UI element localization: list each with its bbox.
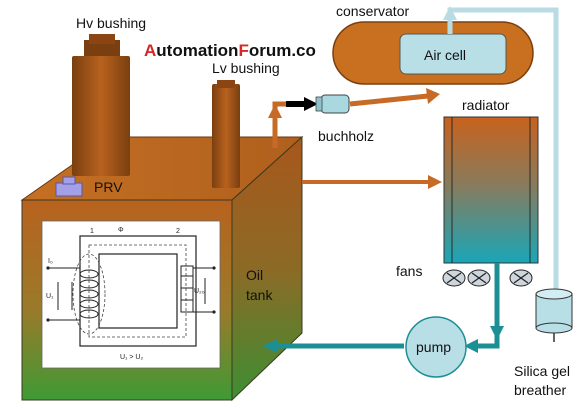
prv-label: PRV — [94, 179, 123, 195]
radiator — [443, 116, 539, 264]
fan-icon — [467, 269, 491, 287]
pump-label: pump — [416, 339, 451, 355]
brand-forum-f: F — [238, 41, 248, 60]
prv-valve — [55, 176, 83, 197]
radiator-fins — [451, 117, 531, 263]
oil-pipe-to-radiator-arrow — [428, 175, 442, 189]
brand-rest-2: orum.co — [249, 41, 316, 60]
lv-bushing-label: Lv bushing — [212, 60, 280, 76]
tank-label: tank — [246, 287, 273, 303]
core-inset: 1 2 Φ I₀ U₁ U₂₀ U₁ > U₂ — [41, 220, 221, 369]
radiator-outlet-arrow — [490, 326, 504, 340]
inset-u20: U₂₀ — [194, 288, 205, 295]
inset-number-1: 1 — [90, 228, 94, 235]
buchholz-relay — [315, 94, 350, 114]
inset-i0: I₀ — [48, 258, 53, 265]
hv-bushing-label: Hv bushing — [76, 15, 146, 31]
silica-gel-breather — [535, 288, 573, 342]
conservator-label: conservator — [336, 3, 409, 19]
inset-number-2: 2 — [176, 228, 180, 235]
fan-icon — [442, 269, 466, 287]
breather-label: breather — [514, 382, 566, 398]
oil-pipe-arrow-conservator — [426, 88, 440, 104]
fan-icon — [509, 269, 533, 287]
brand-logo: AutomationForum.co — [144, 41, 316, 60]
inset-phi: Φ — [118, 227, 124, 234]
return-pipe-arrow-tank — [262, 339, 278, 353]
breather-pipe — [447, 7, 559, 292]
hv-bushing — [72, 34, 130, 176]
oil-pipe-arrow-up — [268, 104, 282, 118]
radiator-label: radiator — [462, 97, 510, 113]
fans — [442, 269, 533, 287]
buchholz-label: buchholz — [318, 128, 374, 144]
brand-rest-1: utomation — [156, 41, 238, 60]
return-oil-pipe — [278, 263, 500, 349]
return-pipe-arrow-pump — [464, 339, 478, 353]
pump — [405, 316, 467, 378]
inset-u1: U₁ — [46, 293, 54, 300]
oil-label: Oil — [246, 267, 263, 283]
brand-prefix: A — [144, 41, 156, 60]
inset-ratio: U₁ > U₂ — [120, 354, 143, 361]
buchholz-inlet-arrow — [304, 97, 318, 111]
silica-gel-label: Silica gel — [514, 363, 570, 379]
lv-bushing — [212, 80, 240, 188]
breather-pipe-arrow — [443, 6, 457, 20]
air-cell-label: Air cell — [424, 47, 466, 63]
air-cell — [399, 33, 507, 75]
fans-label: fans — [396, 263, 422, 279]
